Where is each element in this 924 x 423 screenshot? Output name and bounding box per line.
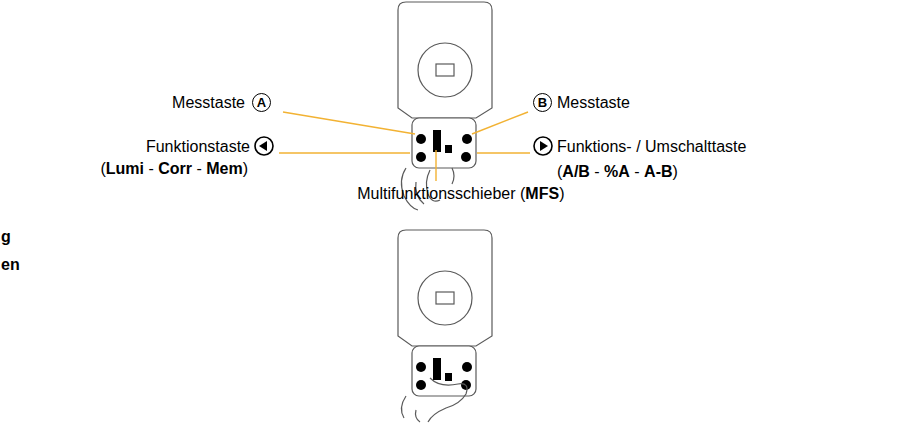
button-label: Messtaste <box>557 94 630 112</box>
meter-device <box>398 2 492 210</box>
cut-text: en <box>1 256 20 274</box>
button-label: Messtaste <box>172 94 245 112</box>
arrow-key-symbols <box>255 137 552 155</box>
meter-device-second <box>398 230 492 422</box>
button-symbol: B <box>533 93 552 112</box>
button-label: Funktions- / Umschalttaste <box>557 138 746 156</box>
cut-text: g <box>1 228 11 246</box>
function-list: (Lumi - Corr - Mem) <box>100 160 248 178</box>
function-list: (A/B - %A - A-B) <box>557 163 678 181</box>
button-label: Funktionstaste <box>146 138 250 156</box>
leader-lines <box>279 112 530 181</box>
button-symbol: A <box>252 93 271 112</box>
slider-label: Multifunktionsschieber (MFS) <box>357 185 564 203</box>
